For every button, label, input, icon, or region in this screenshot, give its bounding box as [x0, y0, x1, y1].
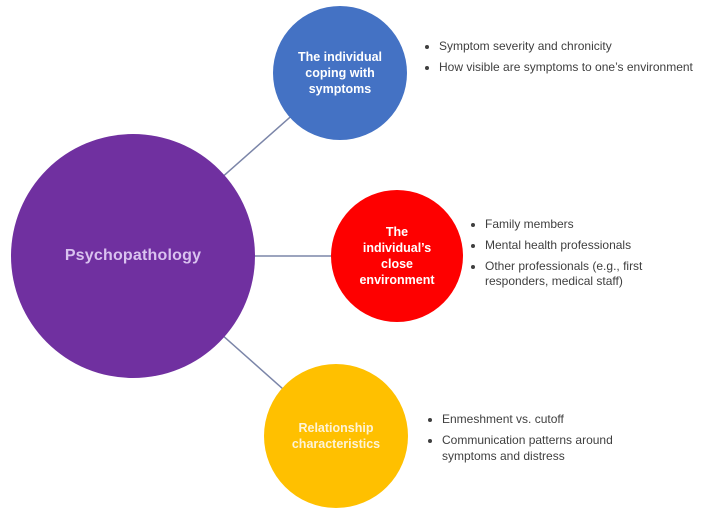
node-relationship-characteristics: Relationship characteristics — [264, 364, 408, 508]
node-relationship-characteristics-label: Relationship characteristics — [291, 420, 381, 451]
bullet-item: Mental health professionals — [485, 238, 690, 254]
node-individual-coping-label: The individual coping with symptoms — [297, 49, 383, 97]
node-psychopathology: Psychopathology — [11, 134, 255, 378]
node-psychopathology-label: Psychopathology — [64, 246, 202, 264]
bullet-item: How visible are symptoms to one’s enviro… — [439, 60, 720, 76]
bullet-list-close-environment: Family members Mental health professiona… — [470, 217, 690, 295]
bullet-item: Symptom severity and chronicity — [439, 39, 720, 55]
node-close-environment: The individual’s close environment — [331, 190, 463, 322]
bullet-item: Enmeshment vs. cutoff — [442, 412, 656, 428]
node-close-environment-label: The individual’s close environment — [359, 224, 435, 288]
bullet-item: Communication patterns around symptoms a… — [442, 433, 656, 465]
bullet-list-individual-coping: Symptom severity and chronicity How visi… — [424, 39, 720, 81]
bullet-item: Family members — [485, 217, 690, 233]
node-individual-coping: The individual coping with symptoms — [273, 6, 407, 140]
bullet-list-relationship: Enmeshment vs. cutoff Communication patt… — [427, 412, 656, 469]
bullet-item: Other professionals (e.g., first respond… — [485, 259, 690, 291]
